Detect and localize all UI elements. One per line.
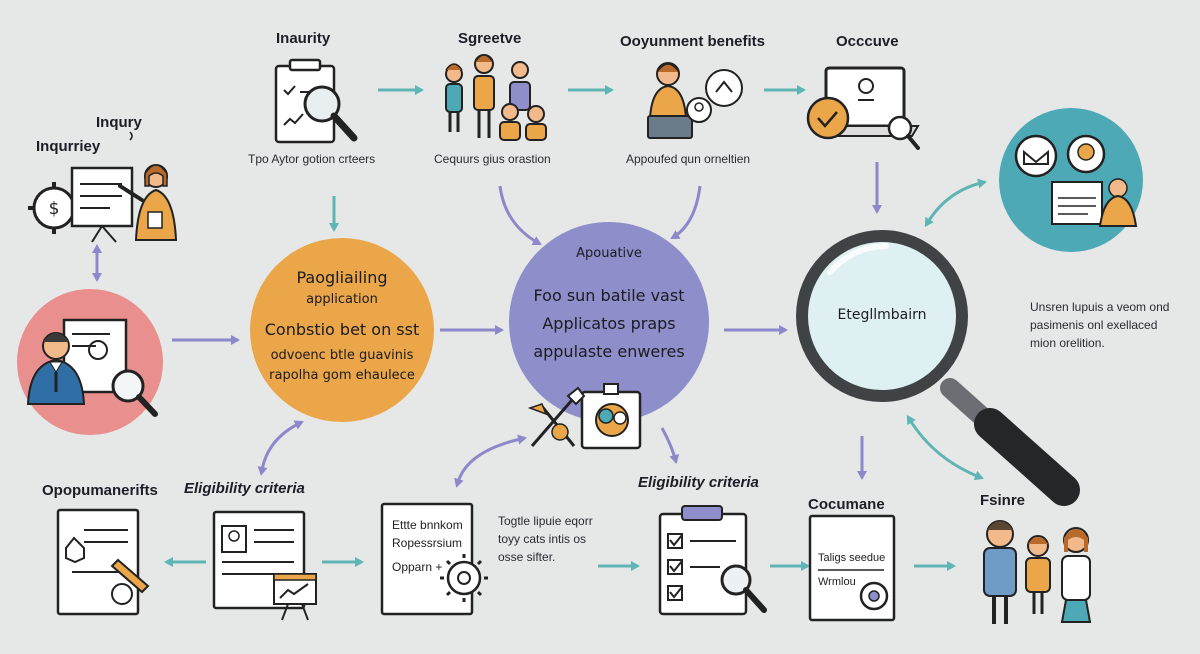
magnifier-label: Etegllmbairn xyxy=(837,307,927,323)
large-magnifier-icon xyxy=(796,230,1080,506)
purple-circle-title: Apouative xyxy=(576,246,642,261)
clipboard-magnifier-icon xyxy=(274,58,358,144)
arrow xyxy=(660,427,680,464)
opportunities-title: Opopumanerifts xyxy=(42,482,158,499)
toggle-note-line-3: osse sifter. xyxy=(498,550,556,564)
purple-circle-line-2: Applicatos praps xyxy=(542,314,676,333)
svg-text:$: $ xyxy=(49,199,60,219)
inquiry-caption: Tpo Aytor gotion crteers xyxy=(248,152,376,166)
laptop-magnifier-icon xyxy=(806,66,920,150)
family-people-icon xyxy=(983,520,1092,624)
tools-portrait-icon xyxy=(527,383,642,450)
document-gear-icon xyxy=(380,502,488,616)
doc-line-2: Ropessrsium xyxy=(392,536,463,550)
right-note-line-1: Unsren lupuis a veom ond xyxy=(1030,300,1170,314)
orange-circle xyxy=(250,238,434,422)
service-title: Sgreetve xyxy=(458,30,522,47)
inquiry-label-top: Inqury xyxy=(96,114,142,131)
arrow xyxy=(257,420,304,476)
purple-circle xyxy=(509,222,709,422)
person-laptop-icon xyxy=(647,62,743,139)
people-group-icon xyxy=(445,54,547,141)
right-note-line-3: mion orelition. xyxy=(1030,336,1105,350)
purple-circle-line-3: appulaste enweres xyxy=(533,342,685,361)
right-note-line-2: pasimenis onl exellaced xyxy=(1030,318,1158,332)
arrow xyxy=(498,185,542,246)
benefits-caption: Appoufed qun orneltien xyxy=(626,152,751,166)
service-caption: Cequurs gius orastion xyxy=(434,152,551,166)
arrow xyxy=(906,414,984,481)
orange-circle-line-2: odvoenc btle guavinis xyxy=(270,348,414,363)
purple-circle-line-1: Foo sun batile vast xyxy=(533,286,685,305)
arrow xyxy=(454,434,527,488)
profile-card-icon xyxy=(1014,134,1138,227)
future-title: Fsinre xyxy=(980,492,1026,509)
resume-chart-icon xyxy=(212,510,317,621)
occur-title: Occcuve xyxy=(836,33,899,50)
document-title: Cocumane xyxy=(808,496,885,513)
toggle-note-line-2: toyy cats intis os xyxy=(498,532,587,546)
presenter-icon: $ xyxy=(28,131,178,243)
eligibility-title-2: Eligibility criteria xyxy=(638,474,759,491)
toggle-note-line-1: Togtle lipuie eqorr xyxy=(498,514,593,528)
document-seal-icon xyxy=(808,514,896,622)
doc-line-3: Opparn + xyxy=(392,560,443,574)
inquiry-title: Inaurity xyxy=(276,30,331,47)
orange-circle-title-2: application xyxy=(306,292,378,307)
checklist-magnifier-icon xyxy=(658,505,767,616)
eligibility-title-1: Eligibility criteria xyxy=(184,480,305,497)
doc-line-1: Ettte bnnkom xyxy=(392,518,463,532)
orange-circle-line-1: Conbstio bet on sst xyxy=(264,320,420,339)
signed-document-icon xyxy=(56,508,150,616)
document-line-1: Taligs seedue xyxy=(818,552,886,564)
inquiry-label-left: Inqurriey xyxy=(36,138,101,155)
arrow xyxy=(924,178,987,228)
benefits-title: Ooyunment benefits xyxy=(620,33,766,50)
businessman-document-icon xyxy=(26,318,158,417)
arrow xyxy=(670,185,702,240)
orange-circle-title-1: Paogliailing xyxy=(296,268,388,287)
document-line-2: Wrmlou xyxy=(818,576,856,588)
orange-circle-line-3: rapolha gom ehaulece xyxy=(269,368,415,383)
